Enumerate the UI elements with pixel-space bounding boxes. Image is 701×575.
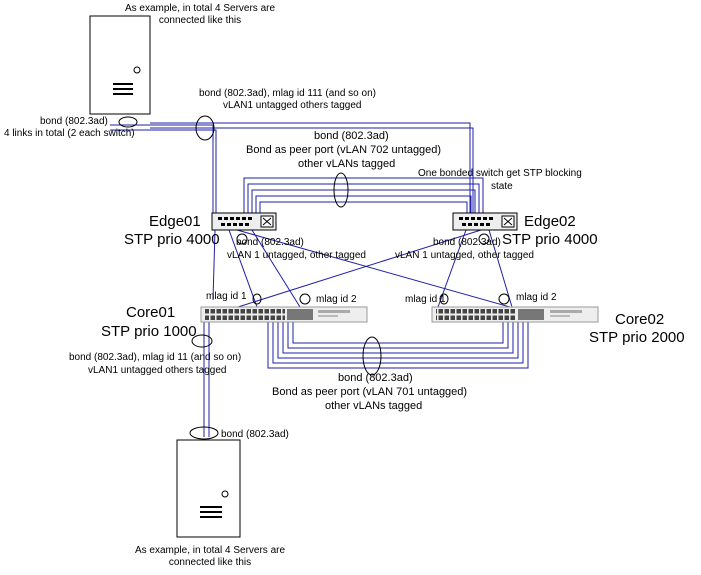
bond-ellipse-edge02 [478, 233, 490, 245]
edge01-stp-prio: STP prio 4000 [124, 231, 220, 248]
bottom-server-bond-label: bond (802.3ad) [221, 429, 289, 440]
edge01-vlan-label: vLAN 1 untagged, other tagged [227, 250, 366, 261]
core02-name: Core02 [615, 311, 665, 328]
core01-switch [200, 306, 368, 323]
link-server-edge02-b [150, 127, 474, 213]
core02-stp-prio: STP prio 2000 [589, 329, 685, 346]
edge01-name: Edge01 [149, 213, 201, 230]
link-server-edge02-a [150, 122, 471, 213]
top-server-caption-line2: connected like this [158, 15, 242, 26]
link-server-edge01-b [110, 129, 217, 213]
core02-mlag1-label: mlag id 1 [405, 294, 446, 305]
bond-ellipse-core02-mlag1 [439, 293, 449, 305]
core01-mlag1-label: mlag id 1 [206, 291, 247, 302]
core-peer-vlan-label: Bond as peer port (vLAN 701 untagged) [272, 386, 468, 398]
bond-ellipse-edge-mlag [195, 115, 215, 141]
server-top [89, 15, 151, 115]
edge01-bond-label: bond (802.3ad) [236, 237, 304, 248]
edge-peer-tagged-label: other vLANs tagged [298, 158, 396, 170]
core-server-links [203, 322, 210, 437]
core02-mlag2-label: mlag id 2 [516, 292, 557, 303]
edge-peer-bond-label: bond (802.3ad) [314, 130, 389, 142]
bond-ellipse-edge-peer [333, 172, 349, 208]
edge-peer-bond [243, 177, 484, 213]
bond-ellipse-core01-mlag1 [252, 293, 262, 305]
bond-ellipse-edge01 [236, 233, 248, 245]
stp-blocking-label-line1: One bonded switch get STP blocking [418, 168, 582, 179]
bond-ellipse-core-server [191, 334, 213, 348]
core-peer-bond-label: bond (802.3ad) [338, 372, 413, 384]
edge02-vlan-label: vLAN 1 untagged, other tagged [395, 250, 534, 261]
core02-switch [431, 306, 599, 323]
stp-blocking-label-line2: state [491, 181, 513, 192]
power-icon [221, 490, 229, 498]
top-server-bond-label: bond (802.3ad) [40, 116, 108, 127]
bond-ellipse-core02-mlag2 [498, 293, 510, 305]
edge01-switch [211, 212, 277, 231]
bond-ellipse-core01-mlag2 [299, 293, 311, 305]
links [110, 122, 484, 213]
edge02-bond-label: bond (802.3ad) [433, 237, 501, 248]
core01-mlag2-label: mlag id 2 [316, 294, 357, 305]
bond-ellipse-bottom-server [189, 426, 219, 440]
core01-name: Core01 [126, 304, 176, 321]
edge02-switch [452, 212, 518, 231]
core-peer-bond [267, 322, 529, 369]
core-server-bond-label: bond (802.3ad), mlag id 11 (and so on) [69, 352, 242, 363]
edge02-stp-prio: STP prio 4000 [502, 231, 598, 248]
edge-mlag-bond-label: bond (802.3ad), mlag id 111 (and so on) [199, 88, 376, 99]
bond-ellipses [118, 115, 510, 440]
top-server-links-label: 4 links in total (2 each switch) [4, 128, 135, 139]
top-server-caption-line1: As example, in total 4 Servers are [124, 3, 276, 14]
core-server-vlan-label: vLAN1 untagged others tagged [88, 365, 227, 376]
server-bottom [176, 439, 241, 538]
bottom-server-caption-line2: connected like this [168, 557, 252, 568]
core-peer-tagged-label: other vLANs tagged [325, 400, 423, 412]
bond-ellipse-top-server [118, 116, 138, 128]
edge-mlag-vlan-label: vLAN1 untagged others tagged [223, 100, 362, 111]
power-icon [133, 66, 141, 74]
link-server-edge01-a [110, 124, 214, 213]
bond-ellipse-core-peer [362, 336, 382, 376]
core01-stp-prio: STP prio 1000 [101, 323, 197, 340]
edge02-name: Edge02 [524, 213, 576, 230]
edge-peer-vlan-label: Bond as peer port (vLAN 702 untagged) [246, 144, 442, 156]
bottom-server-caption-line1: As example, in total 4 Servers are [134, 545, 286, 556]
